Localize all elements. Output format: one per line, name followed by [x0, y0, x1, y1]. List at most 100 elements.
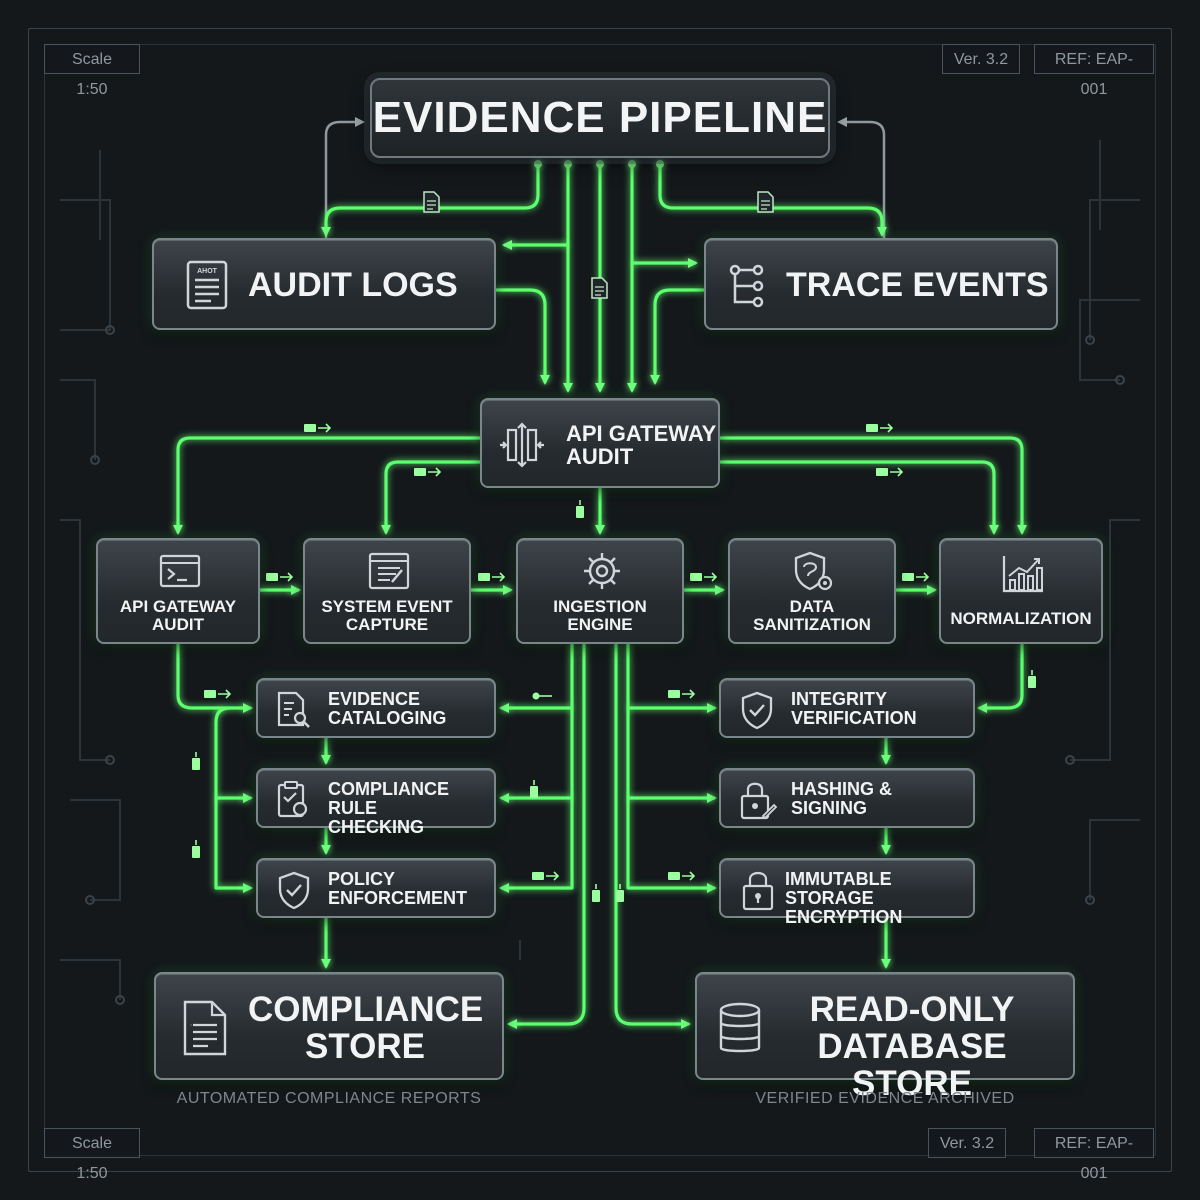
title-port-2	[596, 160, 604, 168]
flow-wire-19	[214, 706, 253, 803]
mini-packet-icon-7	[690, 572, 718, 582]
api-gateway-audit-hub[interactable]: API GATEWAY AUDIT	[480, 398, 720, 488]
packet-body	[866, 424, 878, 432]
evidence-cataloging-node[interactable]: EVIDENCE CATALOGING	[256, 678, 496, 738]
packet-body	[532, 872, 544, 880]
compliance-store-node[interactable]: COMPLIANCE STORE	[154, 972, 504, 1080]
bg-node-dot-3	[85, 895, 95, 905]
normalization-node[interactable]: NORMALIZATION	[939, 538, 1103, 644]
evidence-cataloging-line1: EVIDENCE	[328, 689, 421, 709]
integrity-verification-line2: VERIFICATION	[791, 707, 917, 728]
mini-vertical-packet-icon-2	[576, 500, 584, 518]
hashing-signing-node[interactable]: HASHING & SIGNING	[719, 768, 975, 828]
system-event-capture-node[interactable]: SYSTEM EVENT CAPTURE	[303, 538, 471, 644]
policy-enforcement-line2: ENFORCEMENT	[328, 887, 467, 908]
vpacket-body	[192, 758, 200, 770]
immutable-storage-encryption-line2: ENCRYPTION	[785, 906, 903, 927]
flow-wire-31	[614, 642, 691, 1029]
ingestion-engine-label: INGESTION ENGINE	[518, 598, 682, 634]
flow-wire-30	[626, 796, 717, 893]
bg-node-dot-7	[1085, 895, 1095, 905]
read-only-database-store-node[interactable]: READ-ONLY DATABASE STORE	[695, 972, 1075, 1101]
api-gateway-audit-node[interactable]: API GATEWAY AUDIT	[96, 538, 260, 644]
immutable-storage-encryption-line1: IMMUTABLE STORAGE	[785, 869, 892, 908]
trace-events-node[interactable]: TRACE EVENTS	[704, 238, 1058, 330]
mini-packet-icon-1	[866, 423, 894, 433]
mini-document-icon-0	[423, 191, 440, 213]
scale-label-top: Scale 1:50	[44, 44, 140, 98]
integrity-verification-node[interactable]: INTEGRITY VERIFICATION	[719, 678, 975, 738]
compliance-rule-checking-node[interactable]: COMPLIANCE RULE CHECKING	[256, 768, 496, 836]
vpacket-body	[1028, 676, 1036, 688]
title-port-4	[656, 160, 664, 168]
evidence-cataloging-line2: CATALOGING	[328, 707, 447, 728]
mini-packet-icon-3	[876, 467, 904, 477]
version-label-top: Ver. 3.2	[942, 44, 1020, 74]
compliance-rule-checking-line1: COMPLIANCE RULE	[328, 779, 449, 818]
bg-node-dot-6	[1065, 755, 1075, 765]
packet-body	[668, 690, 680, 698]
title-port-3	[628, 160, 636, 168]
read-only-database-store-line2: DATABASE STORE	[817, 1026, 1007, 1103]
gateway-icon	[500, 422, 544, 468]
bg-trace-11	[60, 959, 121, 1000]
shield-check-icon	[278, 871, 310, 910]
compliance-store-label: COMPLIANCE STORE	[248, 990, 484, 1066]
mini-packet-icon-5	[266, 572, 294, 582]
packet-arrow	[682, 689, 696, 699]
bar-chart-icon	[1002, 556, 1043, 593]
document-search-icon	[277, 691, 310, 728]
mini-document-outline	[757, 191, 774, 213]
immutable-storage-encryption-label: IMMUTABLE STORAGE ENCRYPTION	[785, 870, 973, 927]
shield-gear-icon	[794, 551, 833, 591]
bg-trace-6	[1070, 519, 1140, 761]
mini-vertical-packet-icon-0	[192, 752, 200, 770]
flow-wire-12	[718, 460, 999, 535]
ref-label-top: REF: EAP-001	[1034, 44, 1154, 98]
mini-document-icon-1	[757, 191, 774, 213]
data-sanitization-node[interactable]: DATA SANITIZATION	[728, 538, 896, 644]
data-sanitization-label: DATA SANITIZATION	[730, 598, 894, 634]
bg-node-dot-2	[105, 755, 115, 765]
shield-check-icon	[741, 691, 773, 730]
compliance-store-line2: STORE	[305, 1026, 425, 1066]
flow-annotation-icons	[192, 191, 1036, 902]
packet-arrow	[880, 423, 894, 433]
hashing-signing-line2: SIGNING	[791, 797, 868, 818]
database-icon	[719, 1002, 761, 1053]
terminal-icon	[159, 554, 201, 588]
audit-logs-node[interactable]: AHOT AUDIT LOGS	[152, 238, 496, 330]
report-document-icon	[183, 1000, 227, 1056]
packet-arrow	[318, 423, 332, 433]
bg-node-dot-4	[1085, 335, 1095, 345]
packet-arrow	[682, 871, 696, 881]
diagram-title: EVIDENCE PIPELINE	[370, 78, 830, 158]
packet-body	[304, 424, 316, 432]
system-event-capture-line1: SYSTEM EVENT	[321, 597, 453, 616]
compliance-rule-checking-line2: CHECKING	[328, 816, 425, 837]
packet-arrow	[428, 467, 442, 477]
policy-enforcement-node[interactable]: POLICY ENFORCEMENT	[256, 858, 496, 918]
packet-body	[478, 573, 490, 581]
hashing-signing-label: HASHING & SIGNING	[791, 780, 892, 818]
immutable-storage-encryption-node[interactable]: IMMUTABLE STORAGE ENCRYPTION	[719, 858, 975, 926]
ingestion-engine-line1: INGESTION	[553, 597, 647, 616]
packet-arrow	[280, 572, 294, 582]
gear-icon	[584, 553, 620, 589]
scale-label-bottom: Scale 1:50	[44, 1128, 140, 1182]
flow-wire-20	[214, 796, 253, 893]
mini-packet-icon-10	[668, 871, 696, 881]
gateway-label-line2: AUDIT	[566, 444, 634, 470]
bg-trace-0	[60, 199, 111, 331]
outer-frame	[28, 28, 1172, 1172]
vpacket-body	[576, 506, 584, 518]
mini-packet-icon-11	[532, 871, 560, 881]
mini-document-icon-2	[591, 277, 608, 299]
read-only-database-store-label: READ-ONLY DATABASE STORE	[767, 991, 1057, 1103]
policy-enforcement-label: POLICY ENFORCEMENT	[328, 870, 467, 908]
compliance-store-line1: COMPLIANCE	[248, 990, 484, 1029]
mini-vertical-packet-icon-5	[616, 884, 624, 902]
flow-wire-26	[499, 796, 574, 893]
ingestion-engine-node[interactable]: INGESTION ENGINE	[516, 538, 684, 644]
